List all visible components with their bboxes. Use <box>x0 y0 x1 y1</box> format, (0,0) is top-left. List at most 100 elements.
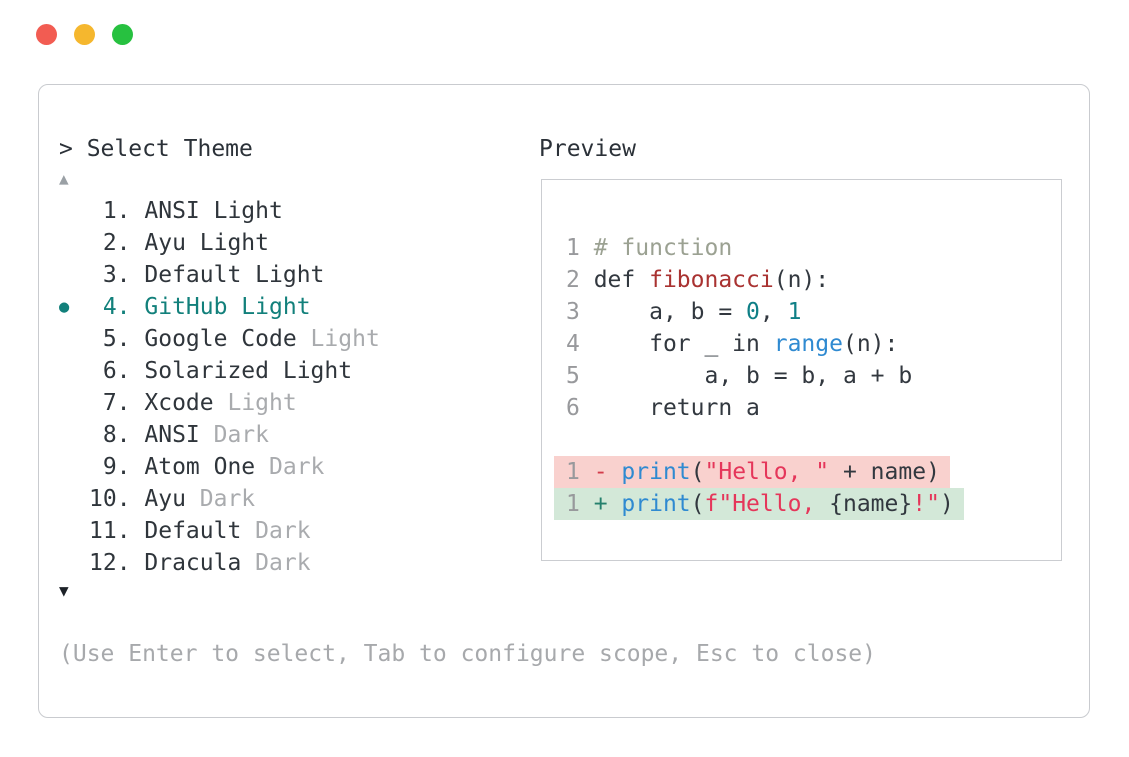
keyboard-hint: (Use Enter to select, Tab to configure s… <box>59 641 876 667</box>
code-token: 1 <box>787 299 802 325</box>
theme-item-default-light[interactable]: 3. Default Light <box>59 259 380 291</box>
theme-item-number: 2. <box>102 230 131 256</box>
code-token: (n): <box>773 267 830 293</box>
theme-item-github-light[interactable]: ● 4. GitHub Light <box>59 291 380 323</box>
theme-item-dracula-dark[interactable]: 12. Dracula Dark <box>59 547 380 579</box>
theme-item-number: 6. <box>102 358 131 384</box>
close-button-icon[interactable] <box>36 24 57 45</box>
theme-item-number: 11. <box>89 518 131 544</box>
theme-item-label: GitHub Light <box>144 294 311 320</box>
theme-item-label: Google Code <box>144 326 297 352</box>
code-token: f"Hello, <box>704 491 830 517</box>
code-token: fibonacci <box>649 267 774 293</box>
diff-marker-plus: + <box>593 491 622 517</box>
line-number: 3 <box>566 299 594 325</box>
theme-item-number: 3. <box>102 262 131 288</box>
theme-item-variant-label: Dark <box>199 422 270 448</box>
code-line: 4 for _ in range(n): <box>566 328 964 360</box>
code-token: def <box>593 267 650 293</box>
theme-item-variant-label: Dark <box>185 486 256 512</box>
code-token: return a <box>593 395 760 421</box>
theme-list: 1. ANSI Light 2. Ayu Light 3. Default Light ● 4… <box>59 195 380 579</box>
line-number: 1 <box>566 459 594 485</box>
theme-item-number: 10. <box>89 486 131 512</box>
zoom-button-icon[interactable] <box>112 24 133 45</box>
code-line: 2 def fibonacci(n): <box>566 264 964 296</box>
code-token: {name} <box>829 491 913 517</box>
code-token: a, b = <box>593 299 747 325</box>
line-number: 1 <box>566 235 594 261</box>
theme-item-label: Ayu <box>144 486 186 512</box>
theme-item-variant-label: Light <box>213 390 297 416</box>
line-number: 1 <box>566 491 594 517</box>
diff-line-removed: 1 - print("Hello, " + name) <box>554 456 964 488</box>
diff-line-added: 1 + print(f"Hello, {name}!") <box>554 488 964 520</box>
code-token: + name) <box>829 459 940 485</box>
theme-item-solarized-light[interactable]: 6. Solarized Light <box>59 355 380 387</box>
code-token: range <box>773 331 843 357</box>
theme-item-number: 12. <box>89 550 131 576</box>
code-token: (n): <box>842 331 899 357</box>
theme-item-variant-label: Dark <box>241 550 311 576</box>
code-token: !" <box>912 491 940 517</box>
theme-item-number: 9. <box>102 454 131 480</box>
theme-item-label: Solarized Light <box>144 358 353 384</box>
code-token: # function <box>593 235 733 261</box>
code-token: ( <box>690 459 705 485</box>
code-token: a, b = b, a + b <box>593 363 913 389</box>
diff-highlight-added: 1 + print(f"Hello, {name}!") <box>554 488 964 520</box>
theme-item-xcode-light[interactable]: 7.Xcode Light <box>59 387 380 419</box>
code-line: 6 return a <box>566 392 964 424</box>
theme-item-label: Dracula <box>144 550 242 576</box>
theme-item-variant-label: Dark <box>255 454 325 480</box>
theme-item-variant-label: Dark <box>241 518 311 544</box>
theme-item-number: 1. <box>102 198 131 224</box>
code-line: 5 a, b = b, a + b <box>566 360 964 392</box>
code-token: ) <box>939 491 954 517</box>
scroll-up-icon[interactable]: ▲ <box>59 169 69 188</box>
line-number: 2 <box>566 267 594 293</box>
theme-item-number: 4. <box>102 294 131 320</box>
code-token: 0 <box>746 299 760 325</box>
line-number: 6 <box>566 395 594 421</box>
theme-item-number: 7. <box>102 390 131 416</box>
theme-item-variant-label: Light <box>296 326 380 352</box>
code-token: "Hello, " <box>704 459 830 485</box>
code-line: 1 # function <box>566 232 964 264</box>
theme-item-number: 8. <box>102 422 131 448</box>
preview-label: Preview <box>539 136 636 162</box>
code-token: for _ in <box>593 331 774 357</box>
theme-item-ayu-dark[interactable]: 10. Ayu Dark <box>59 483 380 515</box>
selected-bullet-icon: ● <box>59 297 70 317</box>
theme-item-label: Atom One <box>144 454 256 480</box>
minimize-button-icon[interactable] <box>74 24 95 45</box>
theme-item-label: ANSI <box>144 422 200 448</box>
line-number: 4 <box>566 331 594 357</box>
theme-item-default-dark[interactable]: 11. Default Dark <box>59 515 380 547</box>
theme-selector-window: > Select Theme ▲ 1. ANSI Light 2. Ayu Light… <box>38 84 1090 718</box>
diff-marker-minus: - <box>593 459 622 485</box>
theme-item-google-code-light[interactable]: 5. Google Code Light <box>59 323 380 355</box>
diff-highlight-removed: 1 - print("Hello, " + name) <box>554 456 950 488</box>
page-title: > Select Theme <box>59 136 253 162</box>
theme-item-atom-one-dark[interactable]: 9. Atom One Dark <box>59 451 380 483</box>
scroll-down-icon[interactable]: ▼ <box>59 581 69 600</box>
theme-item-ansi-dark[interactable]: 8. ANSI Dark <box>59 419 380 451</box>
code-line: 3 a, b = 0, 1 <box>566 296 964 328</box>
code-token: print <box>621 491 691 517</box>
line-number: 5 <box>566 363 594 389</box>
code-token: , <box>759 299 788 325</box>
code-token: print <box>621 459 691 485</box>
window-controls <box>36 24 133 45</box>
theme-item-label: Default Light <box>144 262 325 288</box>
theme-item-ayu-light[interactable]: 2. Ayu Light <box>59 227 380 259</box>
theme-item-label: ANSI Light <box>144 198 283 224</box>
code-token: ( <box>690 491 705 517</box>
theme-item-number: 5. <box>102 326 131 352</box>
theme-item-label: Default <box>144 518 242 544</box>
theme-item-label: Ayu Light <box>144 230 269 256</box>
theme-item-ansi-light[interactable]: 1. ANSI Light <box>59 195 380 227</box>
blank-line <box>566 424 964 456</box>
